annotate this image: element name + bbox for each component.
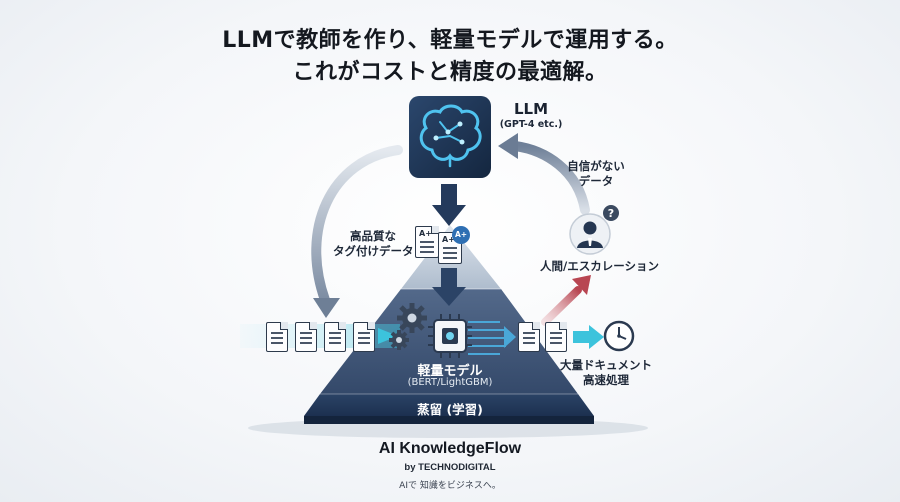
down-arrow-2-head xyxy=(432,287,466,306)
person-question-icon: ? xyxy=(569,205,619,255)
brand-byline: by TECHNODIGITAL xyxy=(404,462,496,473)
tagged-data-label: 高品質な タグ付けデータ xyxy=(333,229,414,258)
input-stream-head xyxy=(378,328,398,344)
brand-title: AI KnowledgeFlow xyxy=(378,440,522,457)
document-icon xyxy=(266,322,288,352)
svg-text:?: ? xyxy=(608,207,614,220)
document-icon xyxy=(518,322,540,352)
down-arrow-1-shaft xyxy=(441,184,457,208)
uncertain-cycle-arrowhead xyxy=(498,133,518,159)
llm-title: LLM xyxy=(513,100,549,118)
headline-line-1: LLMで教師を作り、軽量モデルで運用する。 xyxy=(222,28,678,53)
bulk-processing-label: 大量ドキュメント 高速処理 xyxy=(560,358,652,387)
escalation-arrowhead xyxy=(572,275,591,295)
bulk-arrow-head xyxy=(589,325,604,349)
pyramid-base-edge xyxy=(304,416,594,424)
clock-icon xyxy=(603,320,635,352)
distill-cycle-arrowhead xyxy=(313,298,340,318)
output-stream-lines xyxy=(468,321,510,355)
brain-chip-icon xyxy=(419,104,482,168)
llm-subtitle: (GPT-4 etc.) xyxy=(499,119,563,130)
chip-icon xyxy=(428,314,472,358)
down-arrow-1-head xyxy=(432,205,466,226)
uncertain-cycle-arrow xyxy=(510,141,590,215)
quality-badge: A+ xyxy=(452,226,470,244)
down-arrow-2-shaft xyxy=(441,268,457,290)
pyramid-base-layer xyxy=(304,394,594,416)
document-icon xyxy=(545,322,567,352)
distillation-label: 蒸留 (学習) xyxy=(417,402,483,417)
brand-tagline: AIで 知識をビジネスへ。 xyxy=(399,481,501,491)
document-icon xyxy=(353,322,375,352)
distill-cycle-arrow xyxy=(311,145,403,305)
uncertain-data-label: 自信がない データ xyxy=(567,159,625,188)
tagged-document-icon: A+ xyxy=(415,226,439,258)
escalation-label: 人間/エスカレーション xyxy=(540,259,659,273)
escalation-arrow xyxy=(541,286,582,326)
document-icon xyxy=(324,322,346,352)
document-icon xyxy=(295,322,317,352)
output-stream-head xyxy=(504,326,516,348)
light-model-label: 軽量モデル xyxy=(417,364,483,379)
light-model-sublabel: (BERT/LightGBM) xyxy=(407,377,493,388)
headline-line-2: これがコストと精度の最適解。 xyxy=(292,60,608,85)
bulk-arrow-shaft xyxy=(573,331,591,343)
input-stream xyxy=(240,324,400,348)
gear-icon xyxy=(389,303,427,350)
